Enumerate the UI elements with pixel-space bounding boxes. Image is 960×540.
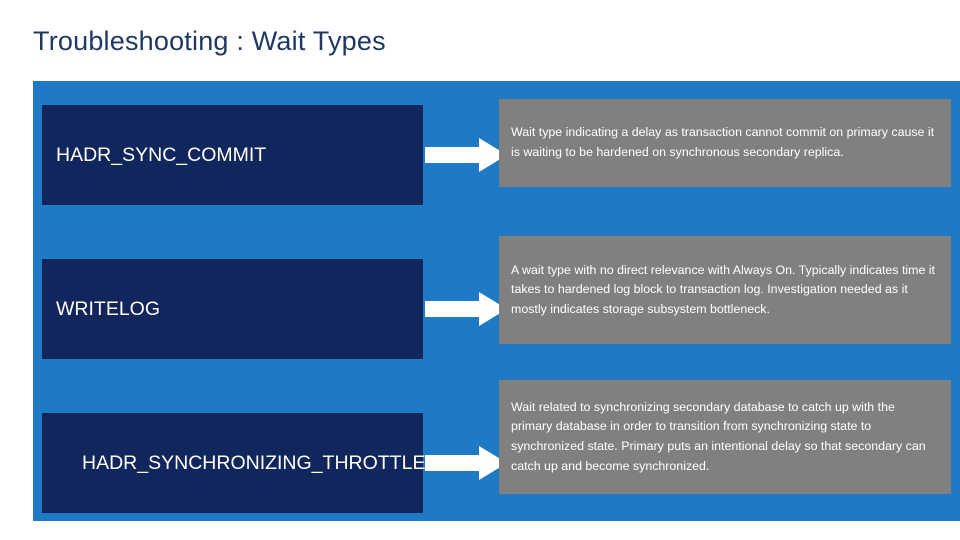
content-band: HADR_SYNC_COMMIT Wait type indicating a … <box>33 81 960 521</box>
wait-type-description-box: A wait type with no direct relevance wit… <box>499 236 951 344</box>
arrow-shaft <box>425 147 481 163</box>
arrow-shaft <box>425 301 481 317</box>
wait-type-description-box: Wait type indicating a delay as transact… <box>499 99 951 187</box>
wait-type-term-box[interactable]: HADR_SYNCHRONIZING_THROTTLE <box>42 413 426 513</box>
wait-type-description-text: Wait type indicating a delay as transact… <box>511 125 935 159</box>
wait-type-row: HADR_SYNC_COMMIT Wait type indicating a … <box>33 99 960 205</box>
wait-type-term-label: HADR_SYNC_COMMIT <box>56 143 267 166</box>
wait-type-description-text: Wait related to synchronizing secondary … <box>511 399 926 473</box>
wait-type-term-label: HADR_SYNCHRONIZING_THROTTLE <box>82 451 426 474</box>
wait-type-row: HADR_SYNCHRONIZING_THROTTLE Wait related… <box>33 380 960 513</box>
wait-type-row: WRITELOG A wait type with no direct rele… <box>33 236 960 359</box>
right-arrow-icon <box>425 446 507 480</box>
arrow-shaft <box>425 455 481 471</box>
wait-type-description-box: Wait related to synchronizing secondary … <box>499 380 951 494</box>
wait-type-term-box[interactable]: HADR_SYNC_COMMIT <box>42 105 423 205</box>
page-title: Troubleshooting : Wait Types <box>33 26 386 56</box>
right-arrow-icon <box>425 292 507 326</box>
wait-type-term-label: WRITELOG <box>56 297 161 320</box>
right-arrow-icon <box>425 138 507 172</box>
wait-type-description-text: A wait type with no direct relevance wit… <box>511 262 935 316</box>
wait-type-term-box[interactable]: WRITELOG <box>42 259 423 359</box>
